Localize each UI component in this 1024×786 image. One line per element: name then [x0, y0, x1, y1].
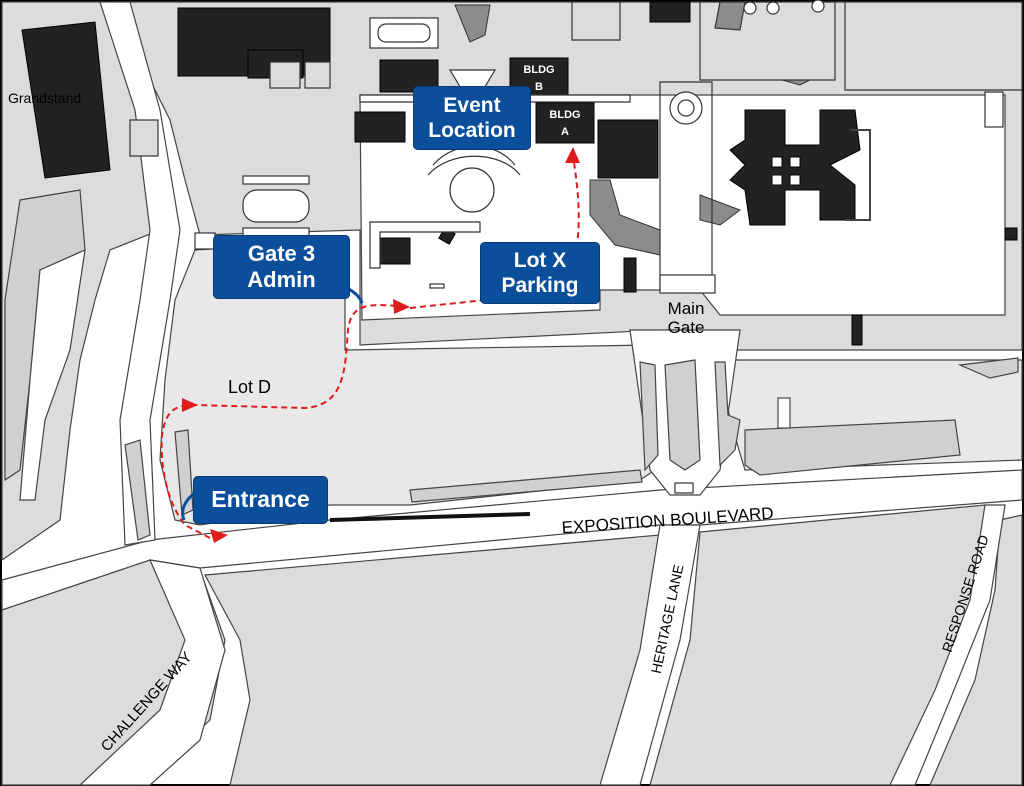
connector	[699, 194, 742, 226]
route-segment-1	[160, 303, 401, 539]
route-arrows	[182, 147, 580, 543]
main-gate-booths	[659, 274, 716, 294]
building-west-small	[354, 111, 406, 143]
route-arrow-bldg	[565, 147, 580, 163]
small-bldg-2	[304, 61, 331, 89]
gate3-booth	[194, 232, 216, 250]
marker	[429, 283, 445, 289]
lotx-line1: Lot X	[513, 248, 567, 272]
event-location-line2: Location	[428, 119, 516, 142]
circle-1	[743, 1, 757, 15]
right-lot-median	[744, 419, 961, 476]
lot-d-median	[409, 469, 643, 503]
wall-post-1	[851, 314, 863, 346]
median-left	[639, 361, 659, 472]
gate3-admin-callout: Gate 3 Admin	[213, 235, 350, 299]
lotx-line2: Parking	[501, 274, 579, 297]
median-booth	[674, 482, 694, 494]
circle-3	[811, 0, 825, 13]
track-oval	[242, 189, 310, 223]
plaza-circle	[449, 167, 495, 213]
entrance-callout: Entrance	[193, 476, 328, 524]
pool	[377, 23, 431, 43]
lot-d-area	[159, 239, 656, 526]
route-arrow-lotx	[393, 299, 410, 314]
fountain-inner	[677, 99, 695, 117]
right-small-median	[957, 357, 1019, 379]
wall-post-2	[1004, 227, 1018, 241]
building-top-center	[649, 1, 691, 23]
grandstand-label: Grandstand	[8, 90, 81, 106]
north-small-block	[571, 1, 621, 41]
route-arrow-entrance	[210, 529, 228, 543]
bldg-b-label-1: BLDG	[523, 64, 554, 76]
gate3-line1: Gate 3	[247, 240, 316, 266]
lot-x-fence	[369, 221, 481, 269]
heritage-lane-road	[599, 524, 701, 786]
plaza-arc-1	[427, 155, 521, 176]
building-east	[597, 119, 659, 179]
event-location-line1: Event	[443, 93, 501, 117]
gate3-line2: Admin	[247, 267, 316, 292]
main-gate-label-2: Gate	[668, 318, 705, 337]
west-median-1	[124, 439, 151, 541]
east-booth	[984, 91, 1004, 128]
small-bldg-3	[129, 119, 159, 157]
gate-post	[623, 257, 637, 293]
far-right-block	[929, 514, 1023, 786]
top-shape	[454, 4, 491, 43]
west-road	[99, 1, 181, 546]
route-segment-2	[409, 299, 486, 309]
bldg-b-label-2: B	[535, 81, 543, 93]
circle-2	[766, 1, 780, 15]
cross-building	[729, 109, 871, 226]
lower-center-block	[204, 534, 681, 786]
medians	[4, 189, 1019, 541]
main-gate-label-1: Main	[668, 299, 705, 318]
lot-d-label: Lot D	[228, 377, 271, 397]
track-bar-top	[242, 175, 310, 185]
small-bldg-1	[269, 61, 301, 89]
grandstand-track	[19, 249, 86, 501]
tree-shape	[714, 1, 746, 31]
entrance-label: Entrance	[211, 486, 310, 513]
route-arrow-lotd	[182, 398, 198, 412]
response-road-road	[889, 504, 1006, 786]
grandstand-building	[21, 21, 111, 179]
bldg-a-label-1: BLDG	[549, 109, 580, 121]
building-a	[535, 102, 595, 144]
north-east-block	[844, 1, 1023, 91]
road-strip	[329, 512, 531, 522]
right-post	[777, 397, 791, 429]
median-right	[714, 361, 741, 467]
building-lot-x-west	[379, 237, 411, 265]
buildings-dark	[21, 1, 1018, 346]
event-location-callout: Event Location	[413, 86, 531, 150]
main-gate-median	[664, 359, 701, 471]
bldg-a-label-2: A	[561, 126, 569, 138]
challenge-way-road	[78, 559, 226, 786]
lot-x-parking-callout: Lot X Parking	[480, 242, 600, 304]
